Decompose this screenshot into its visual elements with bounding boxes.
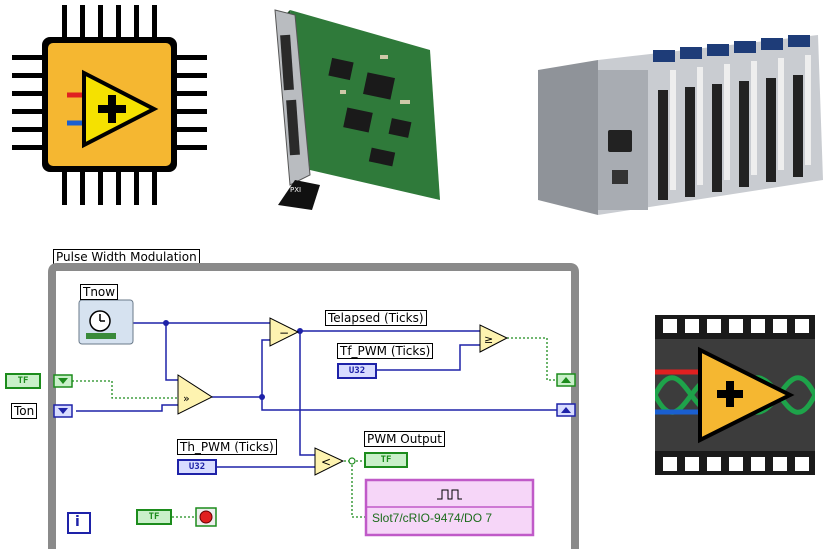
iteration-terminal [67,512,91,534]
subtract-node [269,317,300,347]
th-pwm-label: Th_PWM (Ticks) [177,439,277,455]
u32-wires [76,322,557,468]
less-than-node [314,447,345,476]
pxi-card-image: PXI [274,9,440,210]
stop-tf-control[interactable]: TF [136,509,172,525]
pwm-output-label: PWM Output [364,431,445,447]
svg-text:≥: ≥ [484,333,493,346]
fpga-chip-icon [12,5,207,205]
iteration-text: i [75,514,80,530]
io-node-channel-text[interactable]: Slot7/cRIO-9474/DO 7 [372,511,493,525]
labview-fpga-film-icon [655,315,815,475]
tnow-label: Tnow [80,284,119,300]
left-bool-tunnel [53,374,73,388]
greater-equal-node [479,324,509,353]
th-pwm-u32-terminal[interactable]: U32 [177,459,217,475]
tf-pwm-u32-terminal[interactable]: U32 [337,363,377,379]
select-node [177,374,214,415]
boolean-wires [72,337,557,518]
pwm-output-tf-indicator[interactable]: TF [364,452,408,468]
tnow-timer-node [78,299,134,345]
left-tf-control[interactable]: TF [5,373,41,389]
right-u32-tunnel [556,403,576,417]
svg-text:PXI: PXI [290,186,301,194]
while-loop-border [48,263,579,549]
svg-text:»: » [183,392,190,405]
ton-label: Ton [11,403,38,419]
telapsed-label: Telapsed (Ticks) [325,310,427,326]
svg-text:−: − [279,326,289,340]
tf-pwm-label: Tf_PWM (Ticks) [337,343,434,359]
right-bool-tunnel [556,373,576,387]
left-u32-tunnel [53,404,73,418]
crio-chassis-image [538,35,823,215]
stop-indicator [195,507,217,527]
svg-text:<: < [321,455,331,469]
